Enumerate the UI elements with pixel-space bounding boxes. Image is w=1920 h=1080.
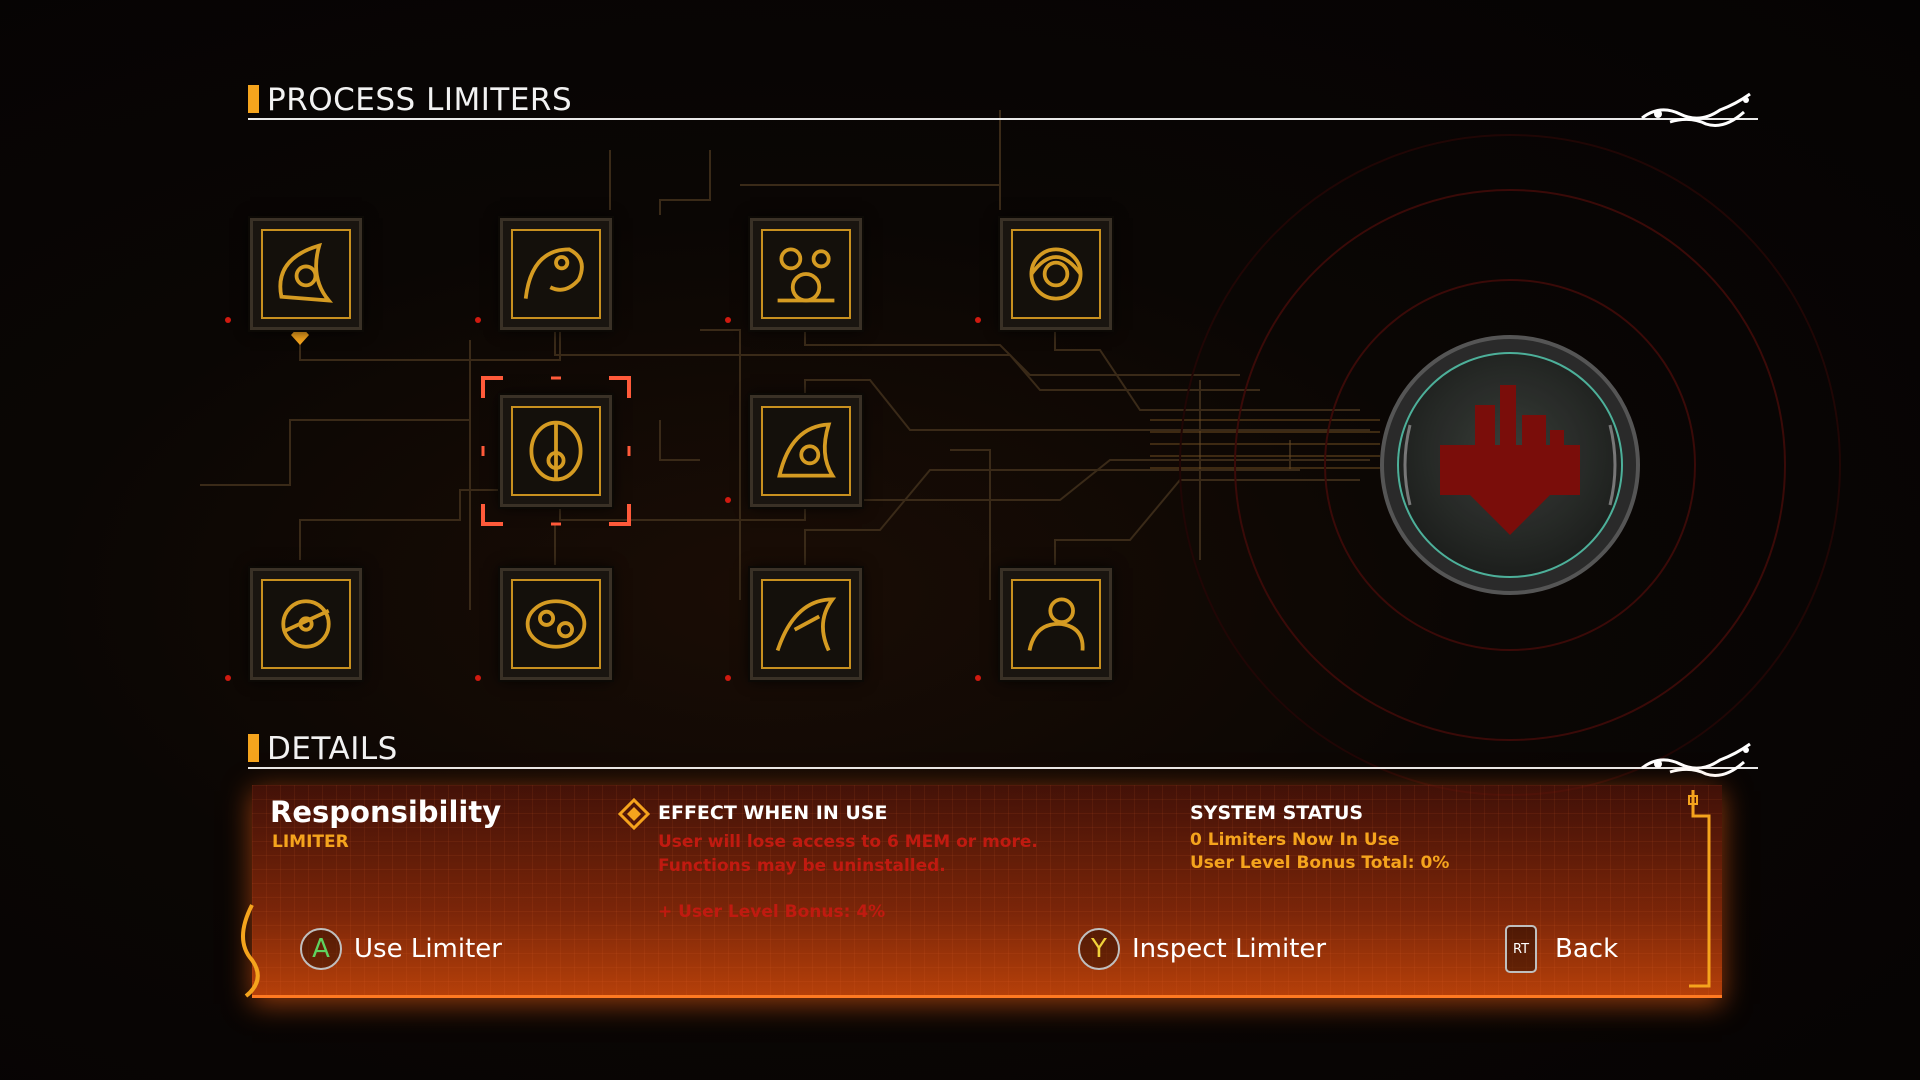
creature-icon	[1027, 597, 1085, 651]
effect-diamond-icon	[618, 798, 650, 830]
details-panel	[252, 785, 1722, 998]
eye-mask-icon	[278, 242, 334, 303]
panel-left-flourish-icon	[241, 904, 260, 998]
beast-icon	[523, 247, 584, 299]
mosaic-icon	[777, 247, 835, 303]
effect-line-3: + User Level Bonus: 4%	[658, 902, 886, 922]
use-limiter-button[interactable]: A Use Limiter	[300, 927, 502, 971]
limiter-type: LIMITER	[272, 832, 349, 852]
limiter-node-9[interactable]	[750, 568, 862, 680]
back-button[interactable]: RT Back	[1505, 925, 1619, 973]
title-accent-bar	[248, 85, 259, 113]
limiter-node-8[interactable]	[500, 568, 612, 680]
bird-icon	[775, 597, 837, 652]
details-rule	[248, 767, 1758, 769]
rt-trigger-icon: RT	[1505, 925, 1537, 973]
mask-icon	[281, 599, 331, 649]
core-emblem	[1380, 335, 1640, 595]
limiter-node-3[interactable]	[750, 218, 862, 330]
limiter-node-4[interactable]	[1000, 218, 1112, 330]
status-level-bonus-total: User Level Bonus Total: 0%	[1190, 853, 1450, 873]
effect-title: EFFECT WHEN IN USE	[658, 802, 888, 824]
limiter-node-2[interactable]	[500, 218, 612, 330]
status-limiters-in-use: 0 Limiters Now In Use	[1190, 830, 1400, 850]
inspect-limiter-label: Inspect Limiter	[1132, 934, 1327, 964]
effect-line-1: User will lose access to 6 MEM or more.	[658, 832, 1038, 852]
inspect-limiter-button[interactable]: Y Inspect Limiter	[1078, 927, 1326, 971]
header-rule	[248, 118, 1758, 120]
back-label: Back	[1555, 934, 1619, 964]
ornament-icon	[1641, 92, 1751, 127]
limiter-node-6[interactable]	[750, 395, 862, 507]
section-title-process-limiters: PROCESS LIMITERS	[248, 82, 572, 118]
title-accent-bar	[248, 734, 259, 762]
limiter-node-1[interactable]	[250, 218, 362, 330]
y-button-icon: Y	[1078, 928, 1120, 970]
claw-icon	[777, 422, 836, 478]
system-status-title: SYSTEM STATUS	[1190, 802, 1364, 824]
limiter-node-7[interactable]	[250, 568, 362, 680]
selection-bracket	[481, 376, 631, 526]
spiral-icon	[1029, 247, 1083, 301]
limiter-node-responsibility[interactable]	[500, 395, 612, 507]
effect-line-2: Functions may be uninstalled.	[658, 856, 946, 876]
ornament-icon	[1641, 742, 1751, 777]
orbit-icon	[525, 599, 587, 649]
use-limiter-label: Use Limiter	[354, 934, 502, 964]
limiter-name: Responsibility	[270, 795, 502, 829]
limiter-node-10[interactable]	[1000, 568, 1112, 680]
section-title-details: DETAILS	[248, 731, 398, 767]
a-button-icon: A	[300, 928, 342, 970]
face-crest-icon	[529, 420, 583, 482]
panel-right-circuit-icon	[1688, 790, 1711, 988]
